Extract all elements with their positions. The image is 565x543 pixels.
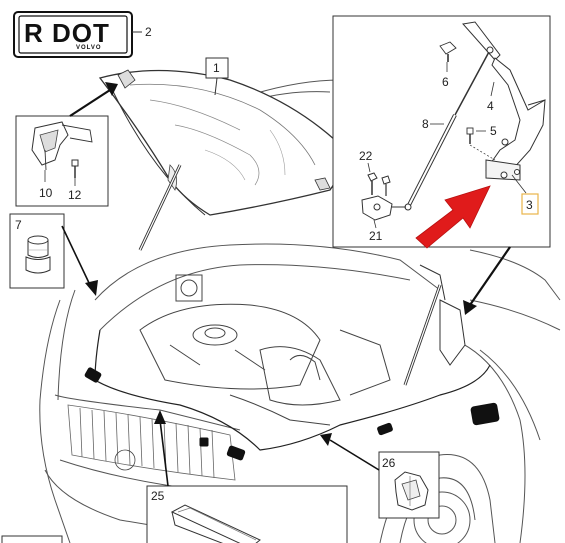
- front-grille: [67, 404, 236, 481]
- callout-26: 26: [382, 456, 396, 470]
- callout-7: 7: [15, 218, 22, 232]
- rdot-logo: R DOT VOLVO: [13, 11, 133, 58]
- callout-21: 21: [369, 229, 383, 243]
- callout-8: 8: [422, 117, 429, 131]
- logo-text: R DOT: [24, 18, 110, 48]
- hood-panel: [98, 69, 340, 216]
- leader-arrows: [61, 82, 511, 487]
- logo-subtext: VOLVO: [76, 45, 102, 51]
- callout-3: 3: [526, 198, 533, 212]
- partial-box: [1, 535, 63, 543]
- inset-part-10-12: 10 12: [15, 115, 109, 207]
- inset-part-25: 25: [146, 485, 348, 543]
- cable-clips: [84, 367, 500, 461]
- bolt-5: [466, 127, 474, 144]
- red-arrow: [415, 185, 491, 249]
- hood-release-cable: [94, 364, 491, 451]
- callout-22: 22: [359, 149, 373, 163]
- engine-block: [139, 274, 391, 426]
- bolt-6: [439, 41, 457, 62]
- gas-strut-8: [404, 46, 494, 211]
- bracket-21: [361, 172, 406, 221]
- inset-part-26: 26: [378, 451, 440, 519]
- callout-6: 6: [442, 75, 449, 89]
- left-strut: [138, 164, 182, 251]
- callout-1: 1: [213, 61, 220, 75]
- callout-3-highlight: [521, 193, 539, 215]
- inset-hinge-assembly: 6 4 5 8: [332, 15, 551, 249]
- callout-25: 25: [151, 489, 165, 503]
- inset-part-7: 7: [9, 213, 65, 289]
- callout-4: 4: [487, 99, 494, 113]
- callout-2: 2: [145, 25, 152, 39]
- callout-5: 5: [490, 124, 497, 138]
- callout-12: 12: [68, 188, 82, 202]
- right-strut: [403, 264, 466, 386]
- callout-10: 10: [39, 186, 53, 200]
